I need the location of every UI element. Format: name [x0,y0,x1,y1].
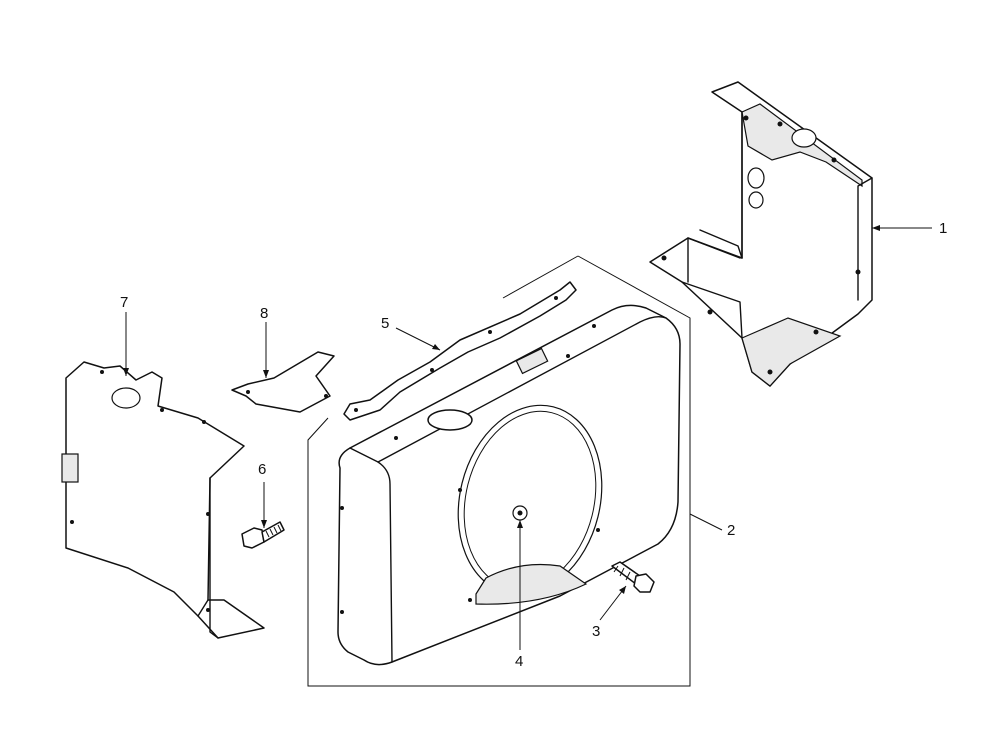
part-5-seal-strip [343,281,577,421]
part-7-left-shroud [61,361,265,639]
callout-5: 5 [381,315,389,332]
assembly-bracket [307,255,691,687]
callout-3: 3 [592,623,600,640]
part-8-plate [231,351,335,413]
leader-2 [689,513,723,531]
callout-4: 4 [515,653,523,670]
assembly-bracket-top [502,255,579,299]
callout-1: 1 [939,220,947,237]
callout-8: 8 [260,305,268,322]
part-2-fan-shroud [337,304,681,666]
leader-5 [395,327,441,351]
part-6-bolt [241,521,285,549]
part-1-right-shroud [649,81,873,387]
part-3-bolt [611,561,655,593]
callout-6: 6 [258,461,266,478]
callout-7: 7 [120,294,128,311]
callout-2: 2 [727,522,735,539]
